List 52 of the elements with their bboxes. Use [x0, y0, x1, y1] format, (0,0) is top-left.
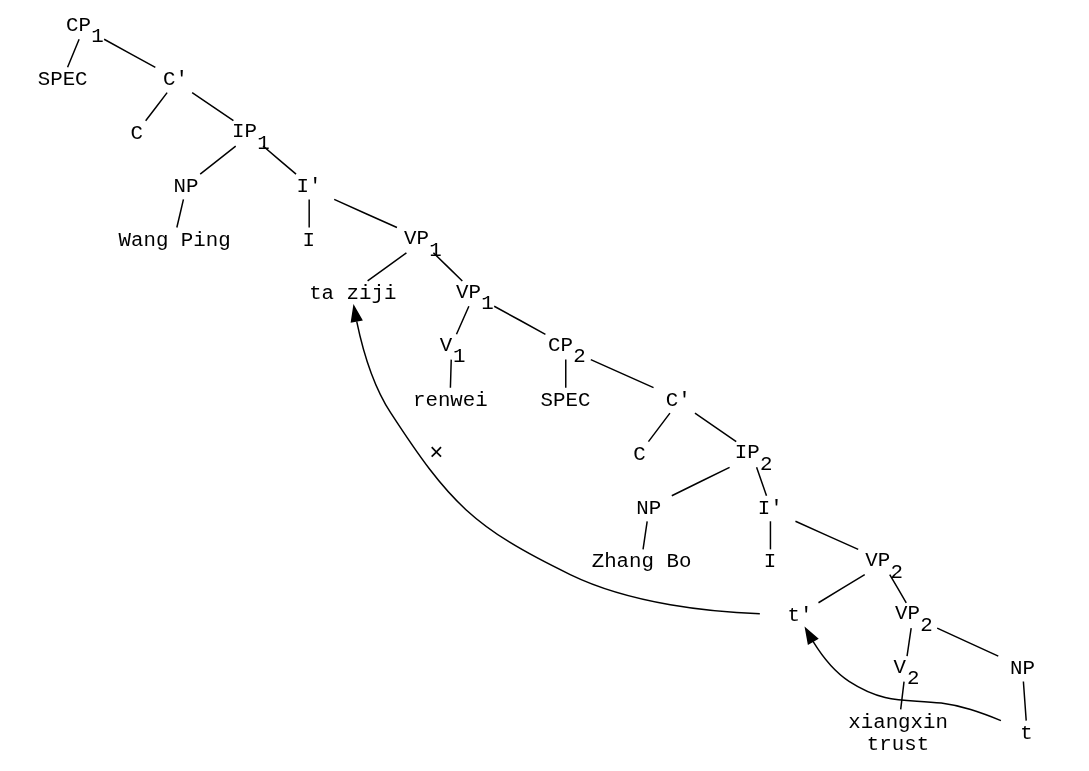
- connector: [899, 680, 905, 711]
- connector: [670, 466, 730, 497]
- connector: [455, 305, 470, 336]
- connector: [144, 91, 168, 122]
- connector: [102, 38, 156, 69]
- node-text: C: [632, 442, 646, 466]
- connector: [66, 38, 80, 69]
- connector: [332, 198, 398, 229]
- connector: [905, 627, 912, 657]
- connector: [190, 91, 234, 122]
- connector: [769, 520, 771, 551]
- node-text: C′: [665, 388, 691, 412]
- connector: [449, 358, 452, 389]
- node-text: t′: [786, 603, 812, 627]
- node-text: xiangxin trust: [847, 710, 948, 756]
- node-text: NP: [1009, 657, 1035, 681]
- edge-label: ×: [428, 440, 444, 468]
- node-text: NP: [635, 497, 661, 521]
- node-text: ta ziji: [308, 282, 396, 306]
- node-text: I′: [757, 497, 783, 521]
- connector: [366, 252, 407, 282]
- node-text: SPEC: [540, 388, 590, 412]
- connector: [817, 573, 865, 604]
- connector: [198, 145, 236, 175]
- connector: [261, 145, 297, 175]
- arrow: [804, 626, 1002, 722]
- node-text: SPEC: [37, 68, 88, 92]
- node-text: C: [129, 121, 143, 145]
- node-text: t: [1019, 721, 1033, 745]
- node-text: I′: [296, 175, 321, 199]
- connector: [935, 627, 999, 657]
- node-text: C′: [162, 68, 188, 92]
- connector: [641, 520, 648, 551]
- node-text: NP: [172, 175, 198, 199]
- node-text: Zhang Bo: [591, 550, 691, 574]
- connector: [432, 252, 463, 282]
- connector: [564, 358, 566, 389]
- connector: [589, 358, 654, 389]
- node-text: renwei: [412, 388, 488, 412]
- connector: [794, 520, 859, 551]
- connector: [755, 466, 767, 497]
- connector: [647, 412, 671, 443]
- connector: [493, 305, 546, 336]
- arrow: [350, 304, 761, 615]
- connector: [175, 198, 184, 229]
- node-text: I: [763, 550, 776, 574]
- connector: [693, 412, 737, 443]
- connector: [888, 573, 907, 604]
- node-text: Wang Ping: [118, 228, 231, 252]
- node-text: I: [302, 228, 315, 252]
- connector: [1022, 680, 1027, 722]
- connector: [307, 198, 310, 229]
